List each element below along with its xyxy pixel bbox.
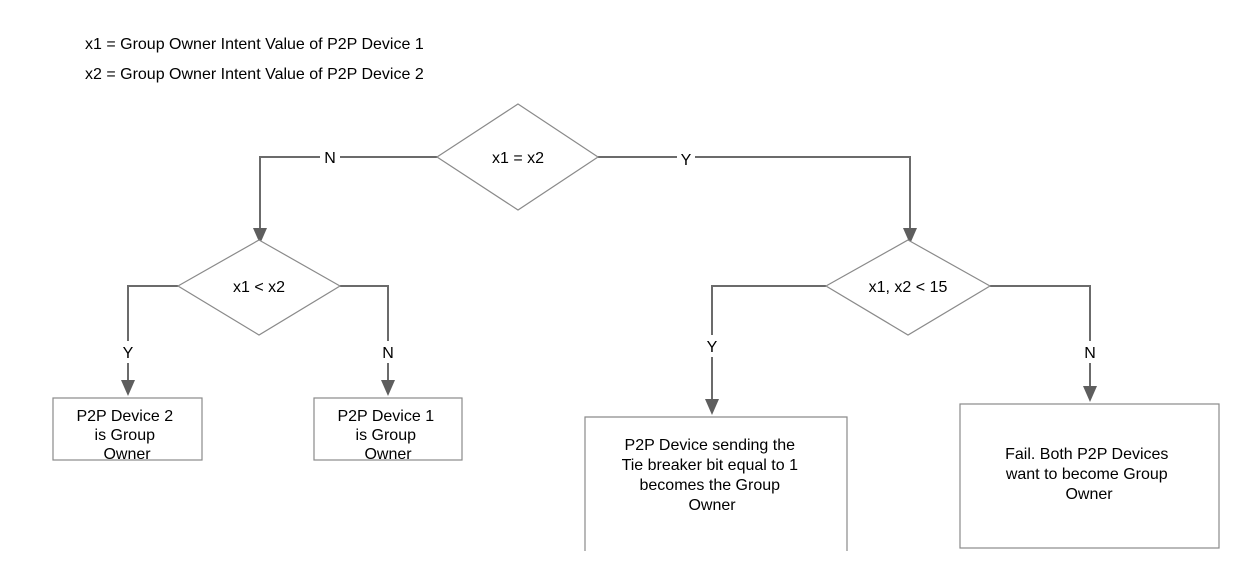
svg-text:N: N — [1084, 345, 1096, 362]
connector-top-no — [253, 156, 437, 244]
outcome-text: P2P Device 1 is Group Owner — [337, 408, 438, 463]
svg-text:N: N — [324, 150, 336, 167]
definition-x1: x1 = Group Owner Intent Value of P2P Dev… — [85, 36, 424, 53]
svg-text:N: N — [382, 345, 394, 362]
outcome-text: P2P Device 2 is Group Owner — [76, 408, 177, 463]
svg-text:Y: Y — [123, 345, 134, 362]
decision-top-text: x1 = x2 — [492, 150, 544, 167]
decision-top: x1 = x2 — [435, 103, 600, 211]
outcome-fail: Fail. Both P2P Devices want to become Gr… — [959, 403, 1220, 549]
outcome-device2-owner: P2P Device 2 is Group Owner — [52, 397, 203, 463]
svg-text:Y: Y — [681, 152, 692, 169]
outcome-text: Fail. Both P2P Devices want to become Gr… — [1005, 446, 1173, 503]
decision-left-text: x1 < x2 — [233, 279, 285, 296]
outcome-text: P2P Device sending the Tie breaker bit e… — [622, 437, 803, 514]
branch-label-top-yes: Y — [677, 148, 695, 170]
svg-text:Y: Y — [707, 339, 718, 356]
definition-x2: x2 = Group Owner Intent Value of P2P Dev… — [85, 66, 424, 83]
outcome-tie-breaker: P2P Device sending the Tie breaker bit e… — [584, 416, 848, 551]
branch-label-right-no: N — [1080, 341, 1100, 363]
branch-label-left-yes: Y — [119, 341, 137, 363]
decision-right: x1, x2 < 15 — [824, 239, 992, 336]
outcome-device1-owner: P2P Device 1 is Group Owner — [313, 397, 463, 463]
branch-label-top-no: N — [320, 146, 340, 168]
decision-right-text: x1, x2 < 15 — [869, 279, 948, 296]
branch-label-right-yes: Y — [703, 335, 721, 357]
decision-left: x1 < x2 — [176, 239, 342, 336]
connector-right-yes — [705, 285, 826, 415]
connector-top-yes — [598, 156, 917, 244]
branch-label-left-no: N — [378, 341, 398, 363]
